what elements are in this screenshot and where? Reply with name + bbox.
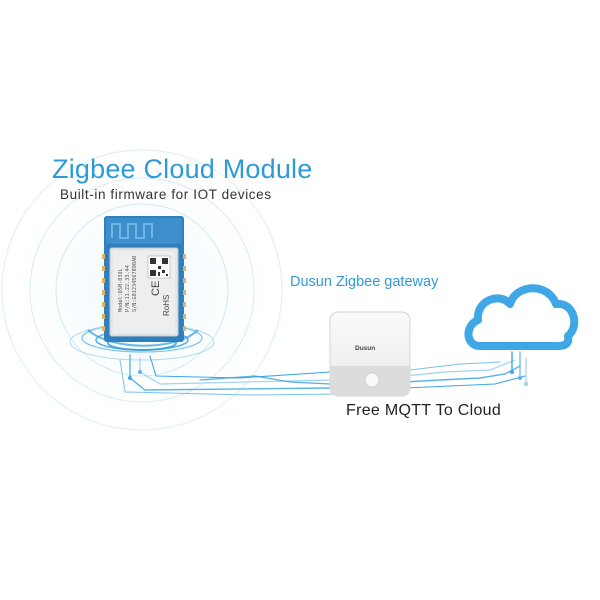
circuit-wires <box>119 351 528 396</box>
ce-mark: CE <box>150 280 162 296</box>
rohs-mark: RoHS <box>162 294 171 316</box>
module-sn-text: S/N:G01234567890AB <box>132 255 138 312</box>
module-model-text: Model:DSM-03IL <box>118 268 124 312</box>
gateway-device-icon <box>329 311 411 397</box>
cloud-icon <box>464 284 579 350</box>
diagram-title: Zigbee Cloud Module <box>52 154 313 184</box>
gateway-label: Dusun Zigbee gateway <box>290 274 439 290</box>
diagram-subtitle: Built-in firmware for IOT devices <box>60 187 272 202</box>
qr-code-icon <box>147 255 171 279</box>
gateway-brand: Dusun <box>355 345 376 352</box>
mqtt-label: Free MQTT To Cloud <box>346 402 502 419</box>
zigbee-module-icon <box>102 216 186 342</box>
module-pn-text: P/N:11.22.33.44 <box>125 265 131 312</box>
